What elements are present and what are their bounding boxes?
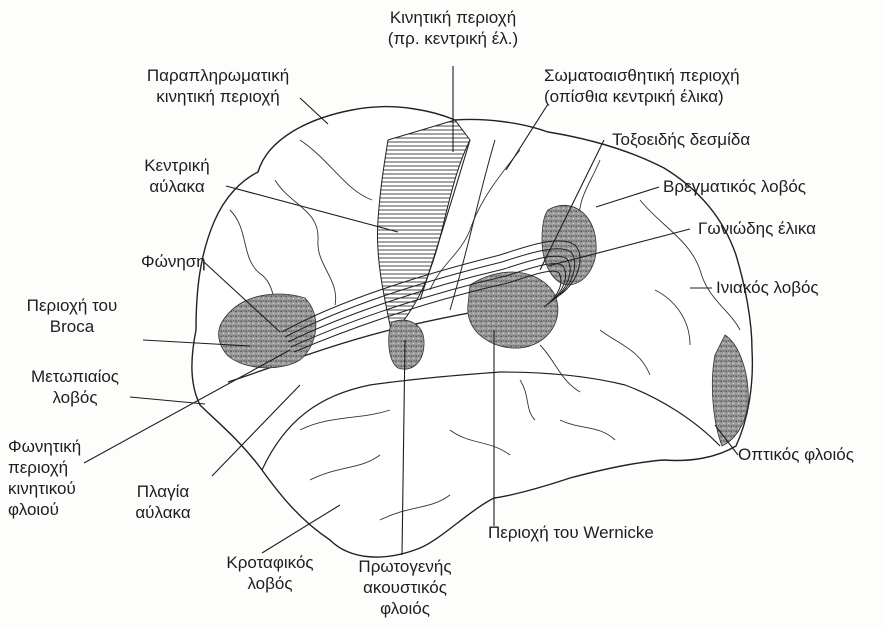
label-broca-area: Περιοχή του Broca [2, 295, 142, 337]
label-occipital-lobe: Ινιακός λοβός [716, 277, 819, 298]
label-phonation: Φώνηση [141, 251, 206, 272]
label-line: φλοιού [8, 499, 81, 520]
label-primary-auditory-cortex: Πρωτογενής ακουστικός φλοιός [345, 556, 465, 619]
label-frontal-lobe: Μετωπιαίος λοβός [15, 366, 135, 408]
label-lateral-sulcus: Πλαγία αύλακα [108, 481, 218, 523]
label-line: κινητικού [8, 478, 81, 499]
label-line: Κεντρική [122, 155, 232, 176]
label-visual-cortex: Οπτικός φλοιός [738, 444, 854, 465]
label-line: Πρωτογενής [345, 556, 465, 577]
label-line: Φωνητική [8, 436, 81, 457]
label-vocal-motor-cortex: Φωνητική περιοχή κινητικού φλοιού [8, 436, 81, 520]
label-arcuate-fasciculus: Τοξοειδής δεσμίδα [612, 129, 750, 150]
label-line: Πλαγία [108, 481, 218, 502]
wernicke-region [468, 272, 558, 348]
label-temporal-lobe: Κροταφικός λοβός [205, 552, 335, 594]
label-parietal-lobe: Βρεγματικός λοβός [663, 176, 806, 197]
label-line: κινητική περιοχή [118, 86, 318, 107]
label-motor-area: Κινητική περιοχή (πρ. κεντρική έλ.) [318, 7, 588, 49]
label-line: Περιοχή του [2, 295, 142, 316]
label-line: λοβός [205, 573, 335, 594]
label-line: ακουστικός [345, 577, 465, 598]
label-line: αύλακα [122, 176, 232, 197]
label-supplementary-motor: Παραπληρωματική κινητική περιοχή [118, 65, 318, 107]
label-line: (οπίσθια κεντρική έλικα) [544, 86, 740, 107]
label-wernicke-area: Περιοχή του Wernicke [488, 522, 654, 543]
label-line: Παραπληρωματική [118, 65, 318, 86]
label-line: Κροταφικός [205, 552, 335, 573]
label-line: (πρ. κεντρική έλ.) [318, 28, 588, 49]
label-line: Μετωπιαίος [15, 366, 135, 387]
label-line: περιοχή [8, 457, 81, 478]
label-central-sulcus: Κεντρική αύλακα [122, 155, 232, 197]
label-angular-gyrus: Γωνιώδης έλικα [698, 218, 816, 239]
label-somatosensory: Σωματοαισθητική περιοχή (οπίσθια κεντρικ… [544, 65, 740, 107]
label-line: Σωματοαισθητική περιοχή [544, 65, 740, 86]
label-line: Broca [2, 316, 142, 337]
label-line: αύλακα [108, 502, 218, 523]
label-line: Κινητική περιοχή [318, 7, 588, 28]
label-line: λοβός [15, 387, 135, 408]
label-line: φλοιός [345, 598, 465, 619]
auditory-region [389, 320, 424, 369]
